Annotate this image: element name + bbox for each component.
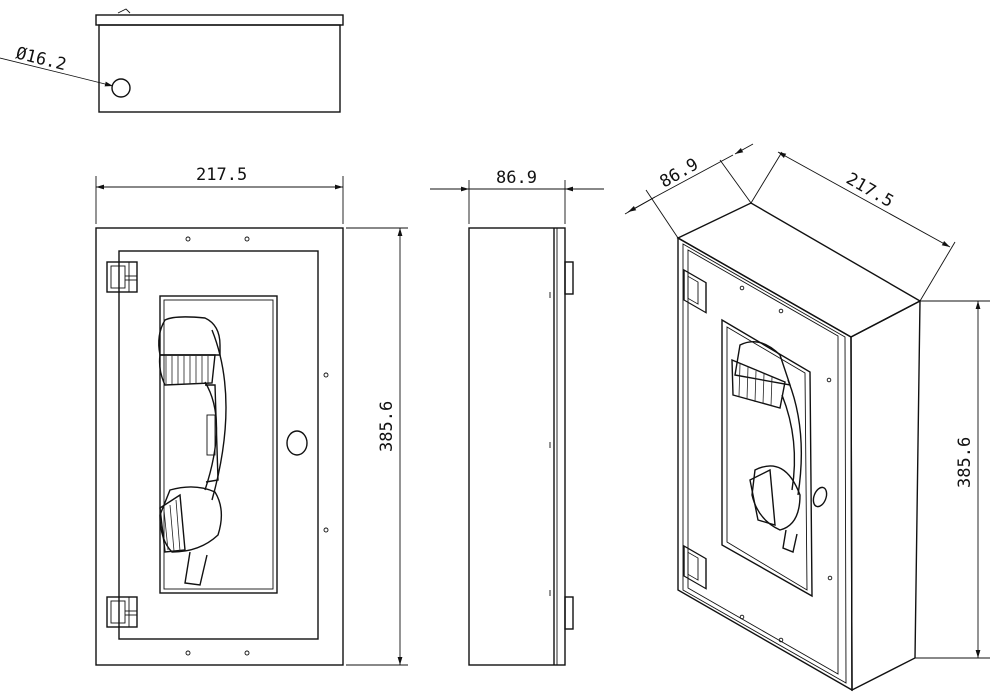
front-height-label: 385.6 xyxy=(377,401,397,452)
iso-depth-label: 86.9 xyxy=(657,155,702,193)
front-view: 217.5 385.6 xyxy=(95,165,408,666)
side-depth-label: 86.9 xyxy=(496,168,537,188)
side-view: 86.9 xyxy=(430,168,604,666)
iso-height-label: 385.6 xyxy=(955,437,975,488)
front-cable-hole xyxy=(286,430,308,456)
cable-hole xyxy=(111,78,131,98)
isometric-view: 86.9 217.5 385.6 xyxy=(624,143,990,692)
hole-diameter-label: Ø16.2 xyxy=(14,43,69,75)
iso-width-label: 217.5 xyxy=(843,169,897,212)
front-width-label: 217.5 xyxy=(196,165,247,185)
top-view: Ø16.2 xyxy=(0,8,344,113)
iso-handset xyxy=(731,341,803,553)
